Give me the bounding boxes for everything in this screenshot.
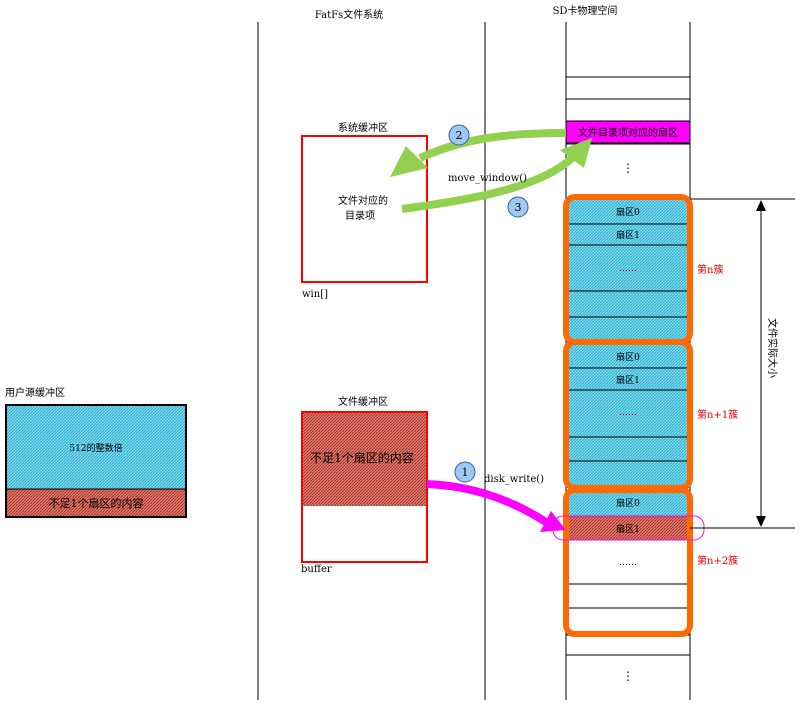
file-buffer-content: 不足1个扇区的内容 xyxy=(310,450,414,465)
step-circle-1 xyxy=(454,461,476,483)
cluster-n1-sector1: 扇区1 xyxy=(616,374,640,386)
step-num-1: 1 xyxy=(462,466,469,479)
file-size-dimension xyxy=(690,198,795,529)
step-num-2: 2 xyxy=(456,129,463,142)
sys-buffer-line1: 文件对应的 xyxy=(338,194,388,207)
magenta-arrow xyxy=(426,480,549,526)
file-buffer-title: 文件缓冲区 xyxy=(338,395,388,408)
func-disk-write: disk_write() xyxy=(484,474,544,485)
cluster-n2-sector0: 扇区0 xyxy=(616,497,640,509)
step-circle-3 xyxy=(507,196,529,218)
cluster-n2-dots: …… xyxy=(619,558,637,568)
user-buffer-partial: 不足1个扇区的内容 xyxy=(49,496,144,510)
green-arrowhead-left xyxy=(390,146,428,177)
user-buffer-box xyxy=(5,404,187,518)
file-buffer-box xyxy=(301,411,428,563)
cluster-n1-label: 第n+1簇 xyxy=(697,408,738,421)
dir-entry-sector-label: 文件目录项对应的扇区 xyxy=(578,126,678,139)
cluster-n xyxy=(563,194,693,345)
cluster-n1-dots: …… xyxy=(619,408,637,418)
column-title-sd: SD卡物理空间 xyxy=(553,4,618,17)
user-buffer-title: 用户源缓冲区 xyxy=(5,386,65,399)
cluster-n1-sector0: 扇区0 xyxy=(616,351,640,363)
green-arrowhead-right xyxy=(560,138,592,168)
sys-buffer-var: win[] xyxy=(302,289,328,300)
file-size-label: 文件实际大小 xyxy=(766,318,779,378)
file-buffer-var: buffer xyxy=(301,564,332,575)
sd-vdots-top: ⋮ xyxy=(622,161,634,175)
user-buffer-full: 512的整数倍 xyxy=(69,442,122,454)
sd-vdots-bottom: ⋮ xyxy=(622,669,634,683)
magenta-arrowhead xyxy=(540,511,566,532)
sys-buffer-line2: 目录项 xyxy=(345,210,375,222)
func-move-window: move_window() xyxy=(448,173,527,184)
green-arrow-to-sysbuf xyxy=(418,129,567,162)
sys-buffer-title: 系统缓冲区 xyxy=(338,121,388,134)
cluster-n-label: 第n簇 xyxy=(697,263,723,276)
cluster-n1 xyxy=(563,339,693,491)
green-arrow-to-sd xyxy=(401,155,575,213)
column-title-fatfs: FatFs文件系统 xyxy=(315,8,383,21)
step-circle-2 xyxy=(448,124,470,146)
cluster-n2-label: 第n+2簇 xyxy=(697,554,738,567)
cluster-n2-sector1: 扇区1 xyxy=(616,523,640,535)
cluster-n-sector0: 扇区0 xyxy=(616,206,640,218)
cluster-n-sector1: 扇区1 xyxy=(616,229,640,241)
cluster-n-dots: …… xyxy=(619,264,637,274)
step-num-3: 3 xyxy=(515,201,522,214)
